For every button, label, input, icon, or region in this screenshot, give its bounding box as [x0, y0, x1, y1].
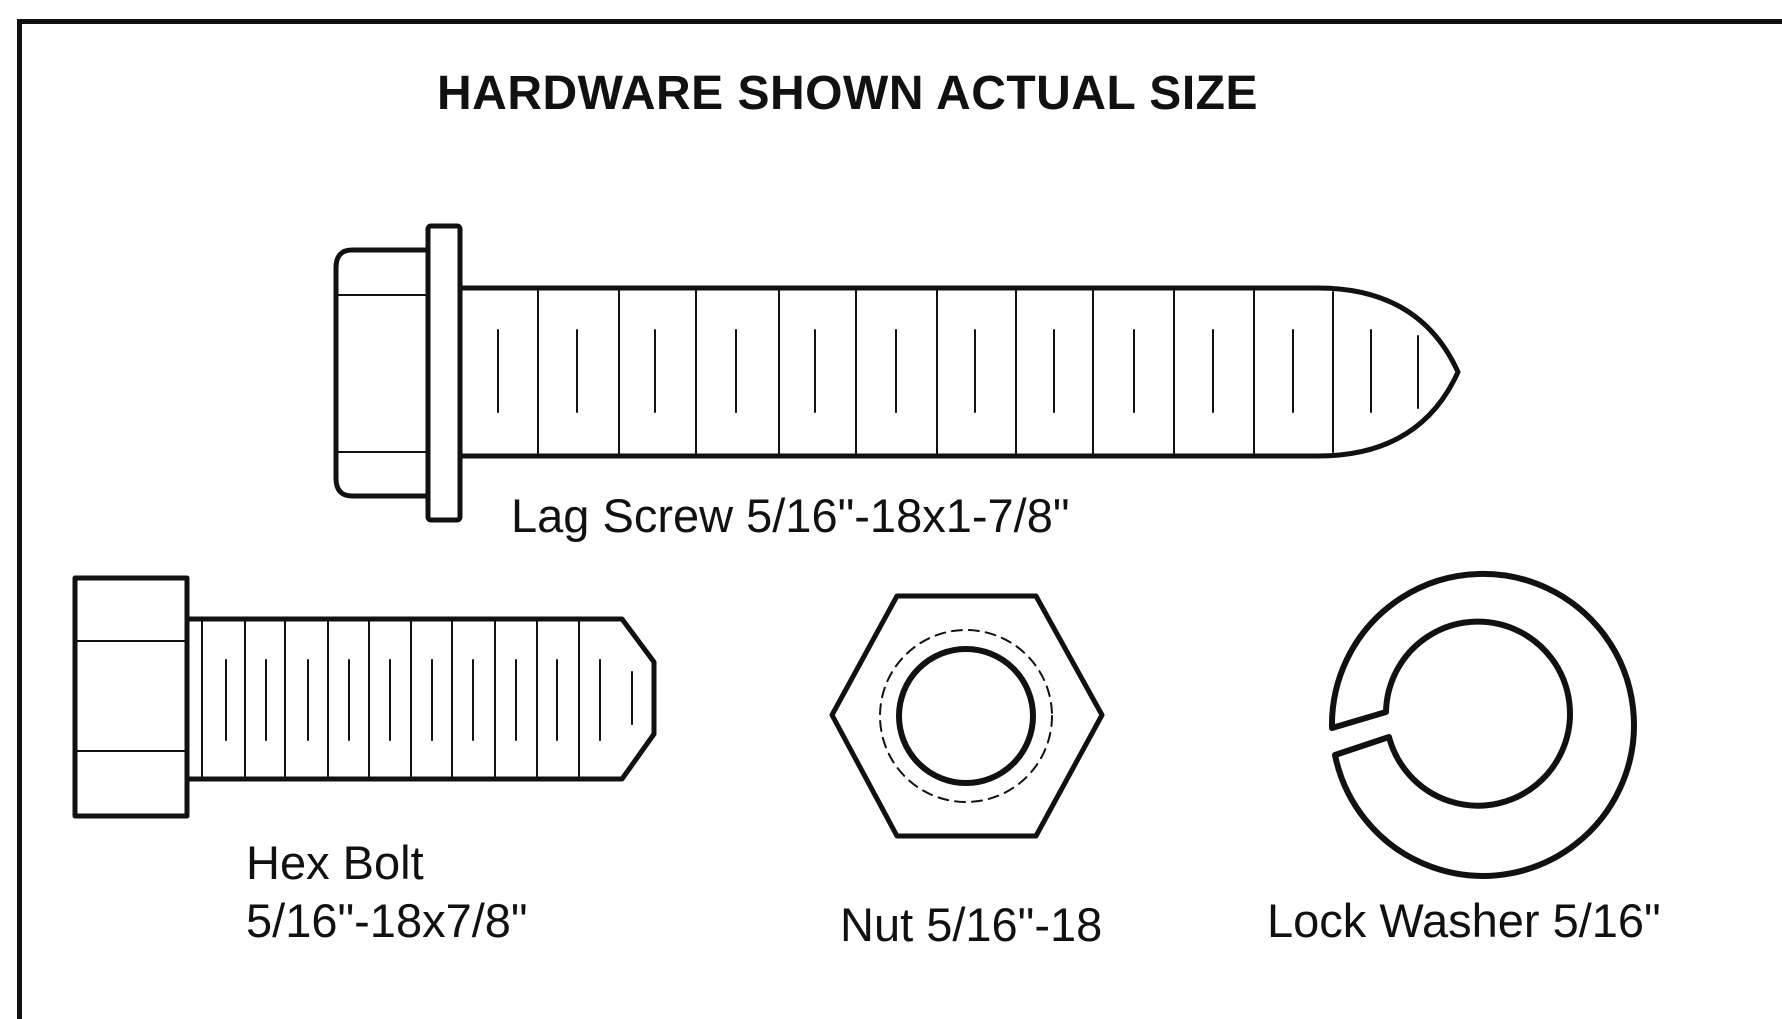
lag-screw-flange — [425, 223, 463, 523]
lag-screw-threads — [537, 289, 1419, 455]
diagram-title: HARDWARE SHOWN ACTUAL SIZE — [437, 67, 1258, 120]
nut-bore — [896, 646, 1036, 786]
lock-washer-ring — [1328, 570, 1637, 879]
lag-screw-head — [333, 247, 431, 499]
diagram-frame — [17, 19, 1782, 1019]
hardware-illustration — [72, 223, 1637, 879]
hex-bolt-threads — [201, 620, 580, 778]
lag-screw-label: Lag Screw 5/16"-18x1-7/8" — [511, 489, 1070, 542]
lock-washer-label: Lock Washer 5/16" — [1267, 894, 1661, 947]
nut-drawing — [829, 593, 1105, 839]
hex-bolt-thread-marks — [225, 659, 633, 741]
nut-hex-outline — [829, 593, 1105, 839]
lag-screw-thread-marks — [497, 329, 1372, 413]
hex-bolt-shank — [184, 616, 657, 782]
hex-bolt-drawing — [72, 575, 657, 819]
hex-bolt-label-line1: Hex Bolt — [246, 836, 424, 889]
lock-washer-drawing — [1328, 570, 1637, 879]
lag-screw-drawing — [333, 223, 1461, 523]
nut-thread-circle — [879, 629, 1053, 803]
hex-bolt-head — [72, 575, 190, 819]
lag-screw-shank — [457, 285, 1461, 459]
nut-label: Nut 5/16"-18 — [840, 898, 1103, 951]
hex-bolt-label-line2: 5/16"-18x7/8" — [246, 894, 528, 947]
